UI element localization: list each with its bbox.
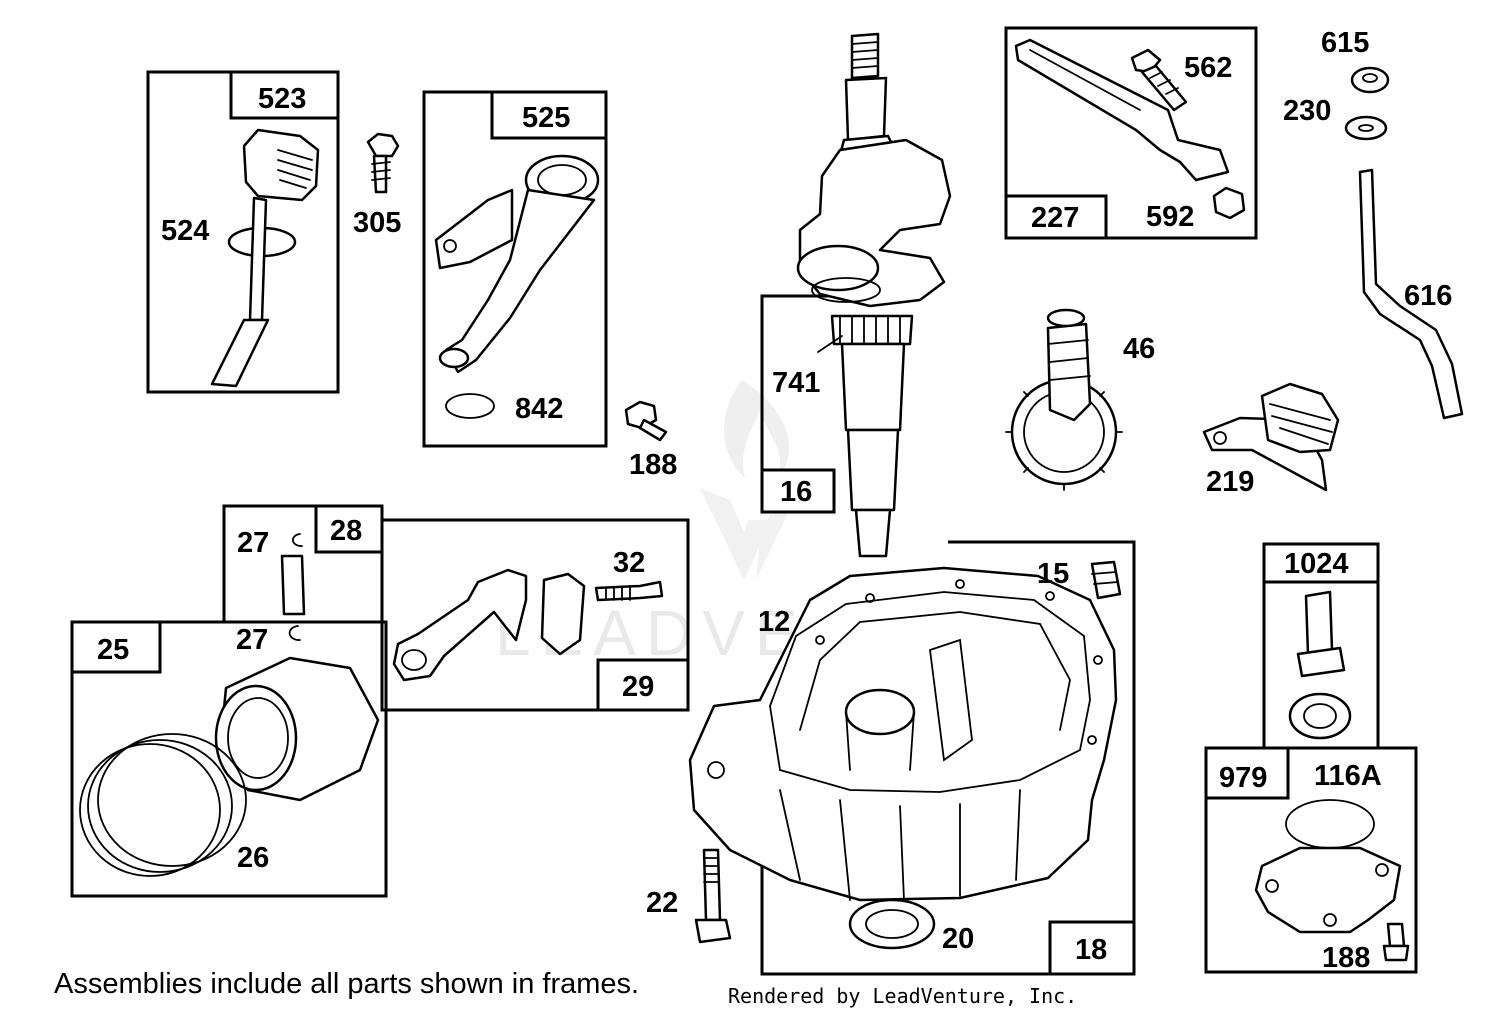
assembly-frame-979	[1204, 746, 1418, 974]
part-number-1024: 1024	[1284, 548, 1349, 580]
piston-part[interactable]	[214, 656, 380, 802]
part-number-230: 230	[1283, 95, 1331, 127]
bolt-188[interactable]: 188	[624, 400, 677, 481]
dipstick-tube-assembly[interactable]: 525 842	[422, 90, 608, 448]
assembly-frame-29	[380, 518, 690, 712]
part-number-615: 615	[1321, 27, 1369, 59]
plug-part[interactable]: 15	[1037, 558, 1122, 600]
piston-rings-part[interactable]	[79, 733, 247, 877]
oil-seal-part[interactable]: 20	[848, 898, 974, 955]
part-number-525: 525	[522, 102, 570, 134]
bolt-305[interactable]: 305	[353, 132, 401, 239]
camshaft-part[interactable]: 46	[1005, 308, 1155, 491]
dipstick-part[interactable]: 524	[161, 128, 320, 388]
assembly-tag-25	[70, 620, 162, 674]
part-number-523: 523	[258, 83, 306, 115]
oil-pump-cover-assembly[interactable]: 979 116A 188	[1204, 746, 1418, 974]
governor-gear-part[interactable]: 219	[1202, 382, 1340, 498]
part-number-28: 28	[330, 515, 362, 547]
part-number-305: 305	[353, 207, 401, 239]
part-number-524: 524	[161, 215, 209, 247]
assembly-tag-979	[1204, 746, 1290, 800]
part-number-562: 562	[1184, 52, 1232, 84]
piston-pin-assembly[interactable]: 28 27	[222, 504, 384, 624]
assembly-frame-227	[1004, 26, 1258, 240]
assembly-tag-18	[1048, 920, 1136, 976]
assembly-tag-29	[596, 658, 690, 712]
crankcase-part[interactable]: 12	[688, 566, 1118, 902]
assembly-tag-525	[490, 90, 608, 140]
piston-assembly[interactable]: 25 27 26	[70, 620, 388, 898]
oil-pump-assembly[interactable]: 1024	[1262, 542, 1380, 750]
part-number-25: 25	[97, 634, 129, 666]
oil-pump-cover-part[interactable]: 188	[1254, 799, 1410, 974]
connecting-rod-part[interactable]: 32	[392, 547, 664, 682]
governor-lever-assembly[interactable]: 227 562 592	[1004, 26, 1258, 240]
part-number-27-lower: 27	[236, 624, 268, 656]
crankshaft-part[interactable]: 741	[772, 32, 952, 558]
part-number-219: 219	[1206, 466, 1254, 498]
part-number-616: 616	[1404, 280, 1452, 312]
part-number-46: 46	[1123, 333, 1155, 365]
crankshaft-assembly[interactable]: 16 741	[760, 32, 952, 558]
assembly-tag-1024	[1262, 542, 1380, 584]
part-number-18: 18	[1075, 934, 1107, 966]
render-credit: Rendered by LeadVenture, Inc.	[728, 984, 1077, 1008]
part-number-15: 15	[1037, 558, 1069, 590]
part-number-741: 741	[772, 367, 820, 399]
part-number-22: 22	[646, 887, 678, 919]
part-number-20: 20	[942, 923, 974, 955]
connecting-rod-assembly[interactable]: 29 32	[380, 518, 690, 712]
assembly-frame-25	[70, 620, 388, 898]
bolt-22[interactable]: 22	[646, 848, 732, 944]
part-number-842: 842	[515, 393, 563, 425]
governor-lever-part[interactable]: 562 592	[1014, 38, 1246, 233]
part-number-116a: 116A	[1314, 760, 1382, 792]
part-number-592: 592	[1146, 201, 1194, 233]
part-number-32: 32	[613, 547, 645, 579]
part-number-29: 29	[622, 671, 654, 703]
part-number-26: 26	[237, 842, 269, 874]
part-number-27: 27	[237, 527, 269, 559]
part-number-979: 979	[1219, 762, 1267, 794]
dipstick-tube-part[interactable]: 842	[434, 154, 600, 425]
assembly-tag-16	[760, 468, 836, 514]
part-number-227: 227	[1031, 202, 1079, 234]
assembly-tag-523	[229, 70, 340, 120]
governor-shaft-parts[interactable]: 615 230 616	[1283, 27, 1464, 420]
crankcase-assembly[interactable]: 18 12 15 20	[688, 540, 1136, 976]
part-number-16: 16	[780, 476, 812, 508]
dipstick-assembly[interactable]: 523 524	[146, 70, 340, 394]
frame-footnote: Assemblies include all parts shown in fr…	[54, 968, 639, 1000]
part-number-12: 12	[758, 606, 790, 638]
part-number-188-lower: 188	[1322, 942, 1370, 974]
part-number-188: 188	[629, 449, 677, 481]
assembly-tag-227	[1004, 194, 1108, 240]
oil-pump-rotor-part[interactable]	[1288, 590, 1352, 740]
